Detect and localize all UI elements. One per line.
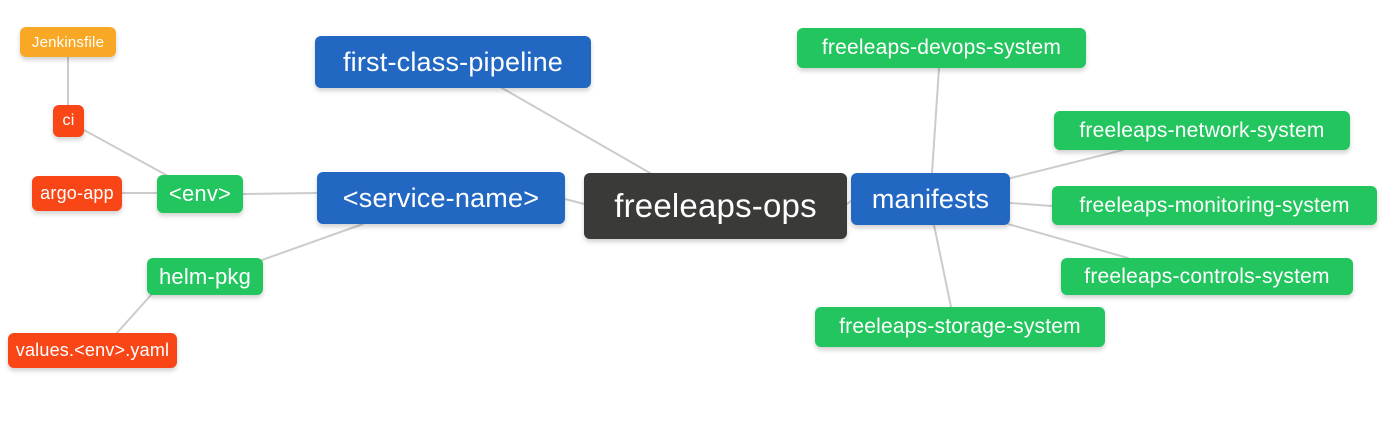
node-freeleaps-devops-system[interactable]: freeleaps-devops-system (797, 28, 1086, 68)
edge-helm-pkg--values-env-yaml (115, 294, 152, 335)
node-service-name[interactable]: <service-name> (317, 172, 565, 224)
node-env[interactable]: <env> (157, 175, 243, 213)
edge-manifests--freeleaps-devops-system (931, 67, 940, 174)
node-ci[interactable]: ci (53, 105, 84, 137)
node-manifests[interactable]: manifests (851, 173, 1010, 225)
node-jenkinsfile[interactable]: Jenkinsfile (20, 27, 116, 57)
edge-manifests--freeleaps-controls-system (1007, 223, 1129, 259)
edge-service-name--helm-pkg (261, 223, 364, 261)
node-first-class-pipeline[interactable]: first-class-pipeline (315, 36, 591, 88)
node-argo-app[interactable]: argo-app (32, 176, 122, 211)
edge-env--ci (83, 129, 169, 177)
node-freeleaps-storage-system[interactable]: freeleaps-storage-system (815, 307, 1105, 347)
edge-freeleaps-ops--service-name (564, 198, 585, 205)
node-freeleaps-network-system[interactable]: freeleaps-network-system (1054, 111, 1350, 150)
node-helm-pkg[interactable]: helm-pkg (147, 258, 263, 295)
node-freeleaps-monitoring-system[interactable]: freeleaps-monitoring-system (1052, 186, 1377, 225)
node-values-env-yaml[interactable]: values.<env>.yaml (8, 333, 177, 368)
node-freeleaps-controls-system[interactable]: freeleaps-controls-system (1061, 258, 1353, 295)
edge-freeleaps-ops--first-class-pipeline (501, 87, 651, 174)
edge-manifests--freeleaps-network-system (1006, 149, 1124, 180)
edge-manifests--freeleaps-monitoring-system (1009, 202, 1053, 207)
edge-service-name--env (242, 192, 318, 195)
node-freeleaps-ops[interactable]: freeleaps-ops (584, 173, 847, 239)
edge-manifests--freeleaps-storage-system (933, 224, 952, 308)
